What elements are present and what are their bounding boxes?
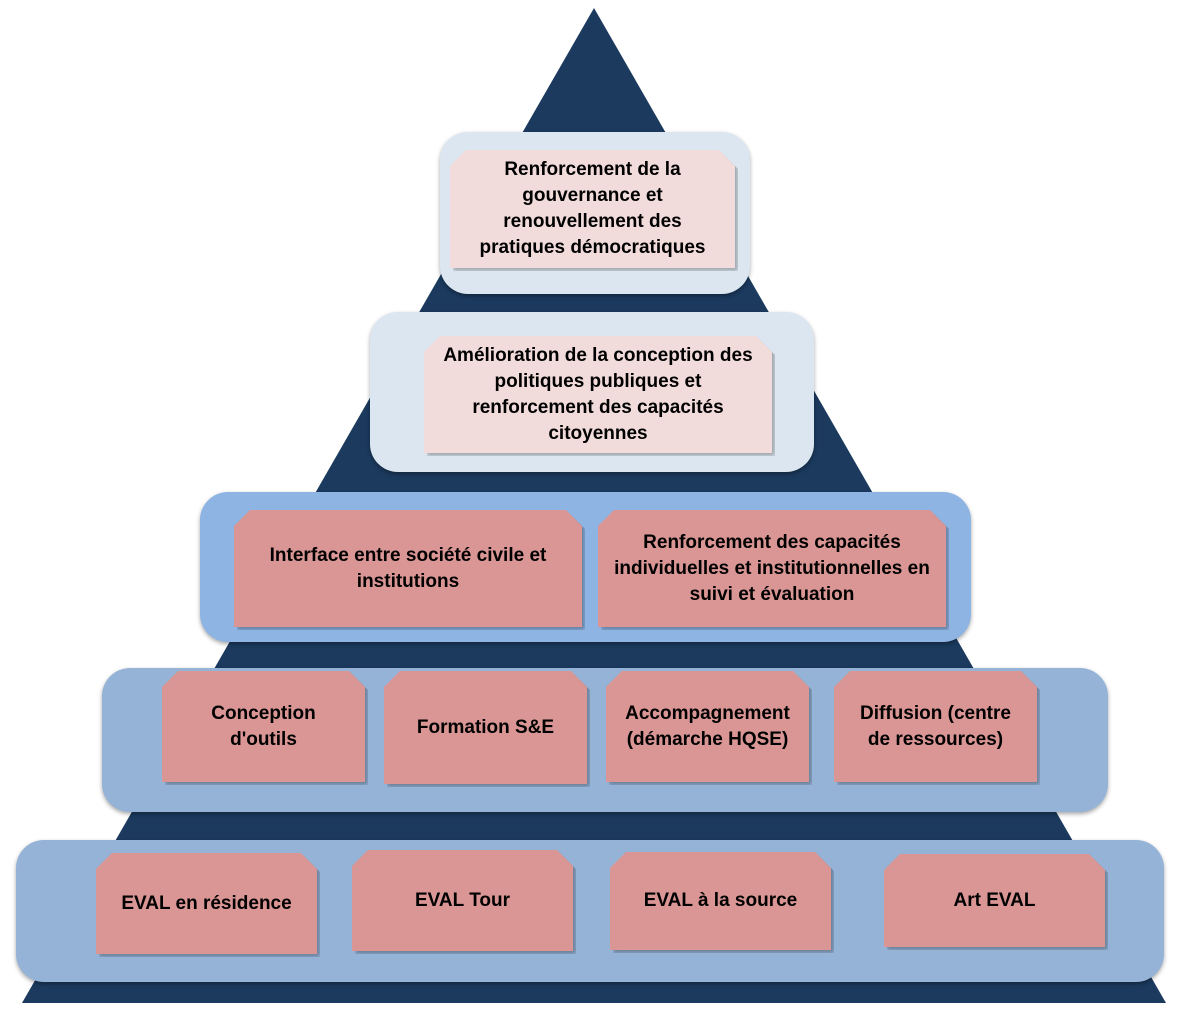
card-governance-label: Renforcement de la gouvernance et renouv… (479, 159, 706, 258)
card-capacity-building-me-label: Renforcement des capacités individuelles… (614, 531, 930, 605)
card-eval-residence-label: EVAL en résidence (121, 892, 292, 914)
card-support-hqse-label: Accompagnement (démarche HQSE) (625, 702, 790, 750)
card-eval-tour: EVAL Tour (352, 850, 573, 951)
card-dissemination-label: Diffusion (centre de ressources) (860, 702, 1011, 750)
card-support-hqse: Accompagnement (démarche HQSE) (606, 671, 809, 782)
card-tool-design: Conception d'outils (162, 671, 365, 782)
card-governance: Renforcement de la gouvernance et renouv… (450, 150, 735, 268)
card-public-policy-label: Amélioration de la conception des politi… (443, 344, 753, 444)
card-art-eval: Art EVAL (884, 854, 1105, 947)
card-eval-tour-label: EVAL Tour (415, 889, 510, 911)
card-capacity-building-me: Renforcement des capacités individuelles… (598, 510, 946, 627)
card-art-eval-label: Art EVAL (953, 889, 1036, 911)
card-tool-design-label: Conception d'outils (211, 702, 316, 750)
card-eval-source: EVAL à la source (610, 852, 831, 950)
card-me-training-label: Formation S&E (416, 716, 555, 738)
card-eval-residence: EVAL en résidence (96, 853, 317, 954)
card-public-policy: Amélioration de la conception des politi… (424, 336, 772, 453)
card-eval-source-label: EVAL à la source (643, 890, 798, 911)
card-interface-civil-society: Interface entre société civile et instit… (234, 510, 582, 627)
card-interface-civil-society-label: Interface entre société civile et instit… (269, 544, 547, 592)
card-dissemination: Diffusion (centre de ressources) (834, 671, 1037, 782)
card-me-training: Formation S&E (384, 671, 587, 784)
